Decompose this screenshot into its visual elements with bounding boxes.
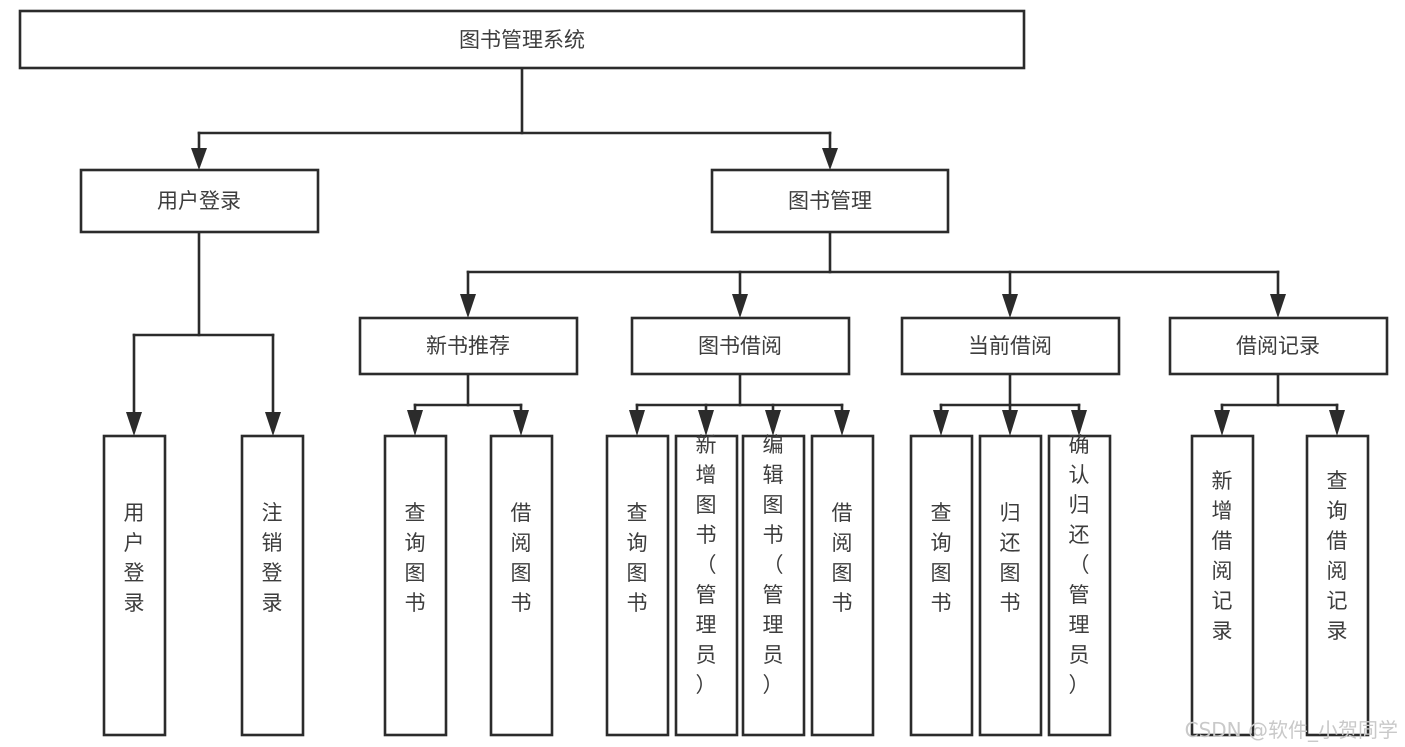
leaf-return-book-label: 归还图书 bbox=[1000, 501, 1021, 615]
leaf-borrow-book-1-label: 借阅图书 bbox=[511, 501, 532, 615]
leaf-add-book-box[interactable] bbox=[674, 434, 739, 737]
leaf-query-book-1-box[interactable] bbox=[383, 434, 448, 737]
arrow-to-book-borrow bbox=[732, 294, 748, 318]
leaf-borrow-book-2-label: 借阅图书 bbox=[832, 501, 853, 615]
leaf-query-book-3-label: 查询图书 bbox=[931, 501, 952, 615]
node-new-book-recommend-box[interactable] bbox=[358, 316, 579, 376]
leaf-query-book-2[interactable]: 查询图书 bbox=[605, 434, 670, 737]
arrow-to-borrow-record bbox=[1270, 294, 1286, 318]
arrow-to-leaf-borrow-book-1 bbox=[513, 410, 529, 436]
leaf-user-logout[interactable]: 注销登录 bbox=[240, 434, 305, 737]
arrow-to-current-borrow bbox=[1002, 294, 1018, 318]
node-book-borrow-box[interactable] bbox=[630, 316, 851, 376]
leaf-confirm-return-label: 确认归还（管理员） bbox=[1069, 433, 1090, 697]
node-book-borrow[interactable]: 图书借阅 bbox=[630, 316, 851, 376]
arrow-to-leaf-query-book-1 bbox=[407, 410, 423, 436]
arrow-to-leaf-add-book bbox=[698, 410, 714, 436]
leaf-edit-book[interactable]: 编辑图书（管理员） bbox=[741, 433, 806, 737]
arrow-to-leaf-user-logout bbox=[265, 412, 281, 436]
node-current-borrow-label: 当前借阅 bbox=[968, 334, 1052, 358]
leaf-query-book-2-box[interactable] bbox=[605, 434, 670, 737]
leaf-add-book[interactable]: 新增图书（管理员） bbox=[674, 433, 739, 737]
node-new-book-recommend-label: 新书推荐 bbox=[426, 334, 510, 358]
leaf-query-book-2-label: 查询图书 bbox=[627, 501, 648, 615]
node-current-borrow-box[interactable] bbox=[900, 316, 1121, 376]
node-book-management[interactable]: 图书管理 bbox=[710, 168, 950, 234]
leaf-borrow-book-2-box[interactable] bbox=[810, 434, 875, 737]
leaf-user-login-label: 用户登录 bbox=[124, 501, 145, 615]
leaf-borrow-book-2[interactable]: 借阅图书 bbox=[810, 434, 875, 737]
leaf-add-record[interactable]: 新增借阅记录 bbox=[1190, 434, 1255, 737]
arrow-to-leaf-edit-book bbox=[765, 410, 781, 436]
leaf-borrow-book-1[interactable]: 借阅图书 bbox=[489, 434, 554, 737]
leaf-edit-book-label: 编辑图书（管理员） bbox=[763, 433, 784, 697]
node-user-login-box[interactable] bbox=[79, 168, 320, 234]
arrow-to-leaf-return-book bbox=[1002, 410, 1018, 436]
leaf-confirm-return[interactable]: 确认归还（管理员） bbox=[1047, 433, 1112, 737]
leaf-query-record-box[interactable] bbox=[1305, 434, 1370, 737]
leaf-add-record-box[interactable] bbox=[1190, 434, 1255, 737]
watermark-label: CSDN @软件_小贺同学 bbox=[1185, 718, 1398, 742]
node-root[interactable]: 图书管理系统 bbox=[18, 9, 1026, 70]
arrow-to-new-book-recommend bbox=[460, 294, 476, 318]
leaf-user-login[interactable]: 用户登录 bbox=[102, 434, 167, 737]
arrow-to-leaf-add-record bbox=[1214, 410, 1230, 436]
leaf-user-logout-label: 注销登录 bbox=[262, 501, 283, 615]
leaf-confirm-return-box[interactable] bbox=[1047, 434, 1112, 737]
leaf-add-book-label: 新增图书（管理员） bbox=[696, 433, 717, 697]
leaf-query-record[interactable]: 查询借阅记录 bbox=[1305, 434, 1370, 737]
leaf-query-book-3-box[interactable] bbox=[909, 434, 974, 737]
arrow-to-leaf-query-book-2 bbox=[629, 410, 645, 436]
node-borrow-record[interactable]: 借阅记录 bbox=[1168, 316, 1389, 376]
node-new-book-recommend[interactable]: 新书推荐 bbox=[358, 316, 579, 376]
arrow-to-book-management bbox=[822, 148, 838, 170]
leaf-query-book-1[interactable]: 查询图书 bbox=[383, 434, 448, 737]
node-user-login[interactable]: 用户登录 bbox=[79, 168, 320, 234]
arrow-to-user-login bbox=[191, 148, 207, 170]
leaf-query-book-3[interactable]: 查询图书 bbox=[909, 434, 974, 737]
arrow-to-leaf-query-record bbox=[1329, 410, 1345, 436]
node-current-borrow[interactable]: 当前借阅 bbox=[900, 316, 1121, 376]
node-root-label: 图书管理系统 bbox=[459, 28, 585, 52]
leaf-return-book-box[interactable] bbox=[978, 434, 1043, 737]
node-borrow-record-box[interactable] bbox=[1168, 316, 1389, 376]
node-book-management-box[interactable] bbox=[710, 168, 950, 234]
leaf-query-book-1-label: 查询图书 bbox=[405, 501, 426, 615]
leaf-user-login-box[interactable] bbox=[102, 434, 167, 737]
leaf-edit-book-box[interactable] bbox=[741, 434, 806, 737]
node-borrow-record-label: 借阅记录 bbox=[1236, 334, 1320, 358]
node-root-box[interactable] bbox=[18, 9, 1026, 70]
arrow-to-leaf-borrow-book-2 bbox=[834, 410, 850, 436]
leaf-user-logout-box[interactable] bbox=[240, 434, 305, 737]
leaf-borrow-book-1-box[interactable] bbox=[489, 434, 554, 737]
leaf-query-record-label: 查询借阅记录 bbox=[1327, 469, 1348, 643]
leaf-add-record-label: 新增借阅记录 bbox=[1212, 469, 1233, 643]
arrow-to-leaf-user-login bbox=[126, 412, 142, 436]
node-book-management-label: 图书管理 bbox=[788, 189, 872, 213]
node-book-borrow-label: 图书借阅 bbox=[698, 334, 782, 358]
arrow-to-leaf-query-book-3 bbox=[933, 410, 949, 436]
edge-group bbox=[126, 66, 1345, 436]
arrow-to-leaf-confirm-return bbox=[1071, 410, 1087, 436]
leaf-return-book[interactable]: 归还图书 bbox=[978, 434, 1043, 737]
node-user-login-label: 用户登录 bbox=[157, 189, 241, 213]
